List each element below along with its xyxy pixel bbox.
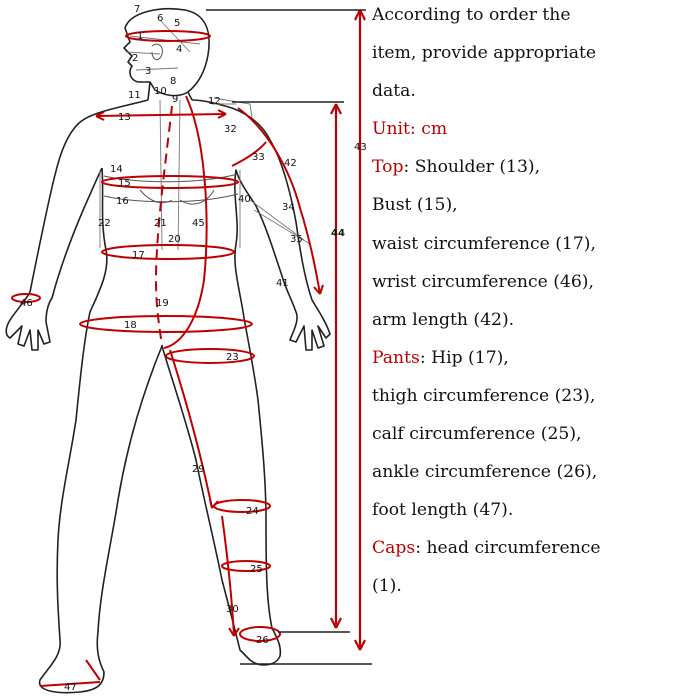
label-1: 1: [137, 31, 143, 42]
label-13: 13: [118, 112, 131, 123]
pants-label: Pants: [372, 347, 420, 368]
label-32: 32: [224, 124, 237, 135]
waist-mark: [101, 244, 235, 260]
top-line-4: wrist circumference (46),: [372, 271, 594, 292]
label-16: 16: [116, 196, 129, 207]
label-20: 20: [168, 234, 181, 245]
label-44: 44: [331, 228, 345, 239]
caps-line-1: Caps: head circumference: [372, 529, 677, 567]
wrist-mark: [11, 293, 41, 303]
pants-text-1: : Hip (17),: [419, 347, 509, 368]
ankle-mark: [239, 626, 281, 642]
label-33: 33: [252, 152, 265, 163]
caps-text-1: : head circumference: [415, 538, 601, 559]
label-23: 23: [226, 352, 239, 363]
intro-line-1: According to order the: [372, 5, 571, 25]
top-text-1: : Shoulder (13),: [403, 157, 541, 178]
caps-label: Caps: [372, 538, 416, 559]
caps-line-2: (1).: [372, 576, 402, 597]
label-6: 6: [157, 13, 163, 24]
label-41: 41: [276, 278, 289, 289]
top-line-1: Top: Shoulder (13),: [372, 148, 677, 186]
height-arrows: [330, 9, 366, 651]
label-21: 21: [154, 218, 167, 229]
label-29: 29: [192, 464, 205, 475]
label-19: 19: [156, 298, 169, 309]
figure-labels: 7 6 5 1 4 2 3 8 10 11 9 12 13 32 33 42 1…: [20, 4, 367, 693]
top-line-5: arm length (42).: [372, 309, 515, 330]
intro-line-3: data.: [372, 81, 416, 102]
label-11: 11: [128, 90, 141, 101]
label-5: 5: [174, 18, 180, 29]
measurement-marks: [11, 30, 324, 687]
unit-line: Unit: cm: [372, 119, 448, 140]
label-35: 35: [290, 234, 303, 245]
label-34: 34: [282, 202, 295, 213]
label-40: 40: [238, 194, 251, 205]
hip-mark: [79, 315, 253, 333]
reference-lines: [206, 9, 372, 665]
thigh-mark: [165, 348, 255, 364]
label-26: 26: [256, 635, 269, 646]
pants-line-2: thigh circumference (23),: [372, 385, 596, 406]
top-line-2: Bust (15),: [372, 195, 458, 216]
label-15: 15: [118, 178, 131, 189]
measurement-notes: According to order the item, provide app…: [372, 0, 677, 606]
pants-line-5: foot length (47).: [372, 500, 514, 521]
label-25: 25: [250, 564, 263, 575]
top-label: Top: [372, 157, 404, 178]
shoulder-mark: [95, 113, 227, 117]
label-17: 17: [132, 250, 145, 261]
pants-line-4: ankle circumference (26),: [372, 462, 598, 483]
calf-mark: [213, 499, 271, 513]
label-7: 7: [134, 4, 140, 15]
bust-mark: [101, 175, 239, 189]
label-22: 22: [98, 218, 111, 229]
pants-line-3: calf circumference (25),: [372, 424, 582, 445]
label-24: 24: [246, 506, 259, 517]
arm-length-mark: [237, 107, 321, 295]
label-10: 10: [154, 86, 167, 97]
head-circumference-mark: [125, 30, 211, 42]
pants-line-1: Pants: Hip (17),: [372, 339, 677, 377]
label-43: 43: [354, 142, 367, 153]
label-3: 3: [145, 66, 151, 77]
label-8: 8: [170, 76, 176, 87]
label-30: 30: [226, 604, 239, 615]
label-42: 42: [284, 158, 297, 169]
label-46: 46: [20, 298, 33, 309]
label-47: 47: [64, 682, 77, 693]
inseam-mark: [169, 349, 213, 509]
label-18: 18: [124, 320, 137, 331]
label-9: 9: [172, 94, 178, 105]
top-line-3: waist circumference (17),: [372, 233, 596, 254]
label-45: 45: [192, 218, 205, 229]
label-14: 14: [110, 164, 123, 175]
label-12: 12: [208, 96, 221, 107]
lower-calf-mark: [221, 560, 271, 572]
intro-line-2: item, provide appropriate: [372, 43, 597, 64]
label-4: 4: [176, 44, 182, 55]
body-outline: [5, 8, 331, 694]
label-2: 2: [132, 53, 138, 64]
